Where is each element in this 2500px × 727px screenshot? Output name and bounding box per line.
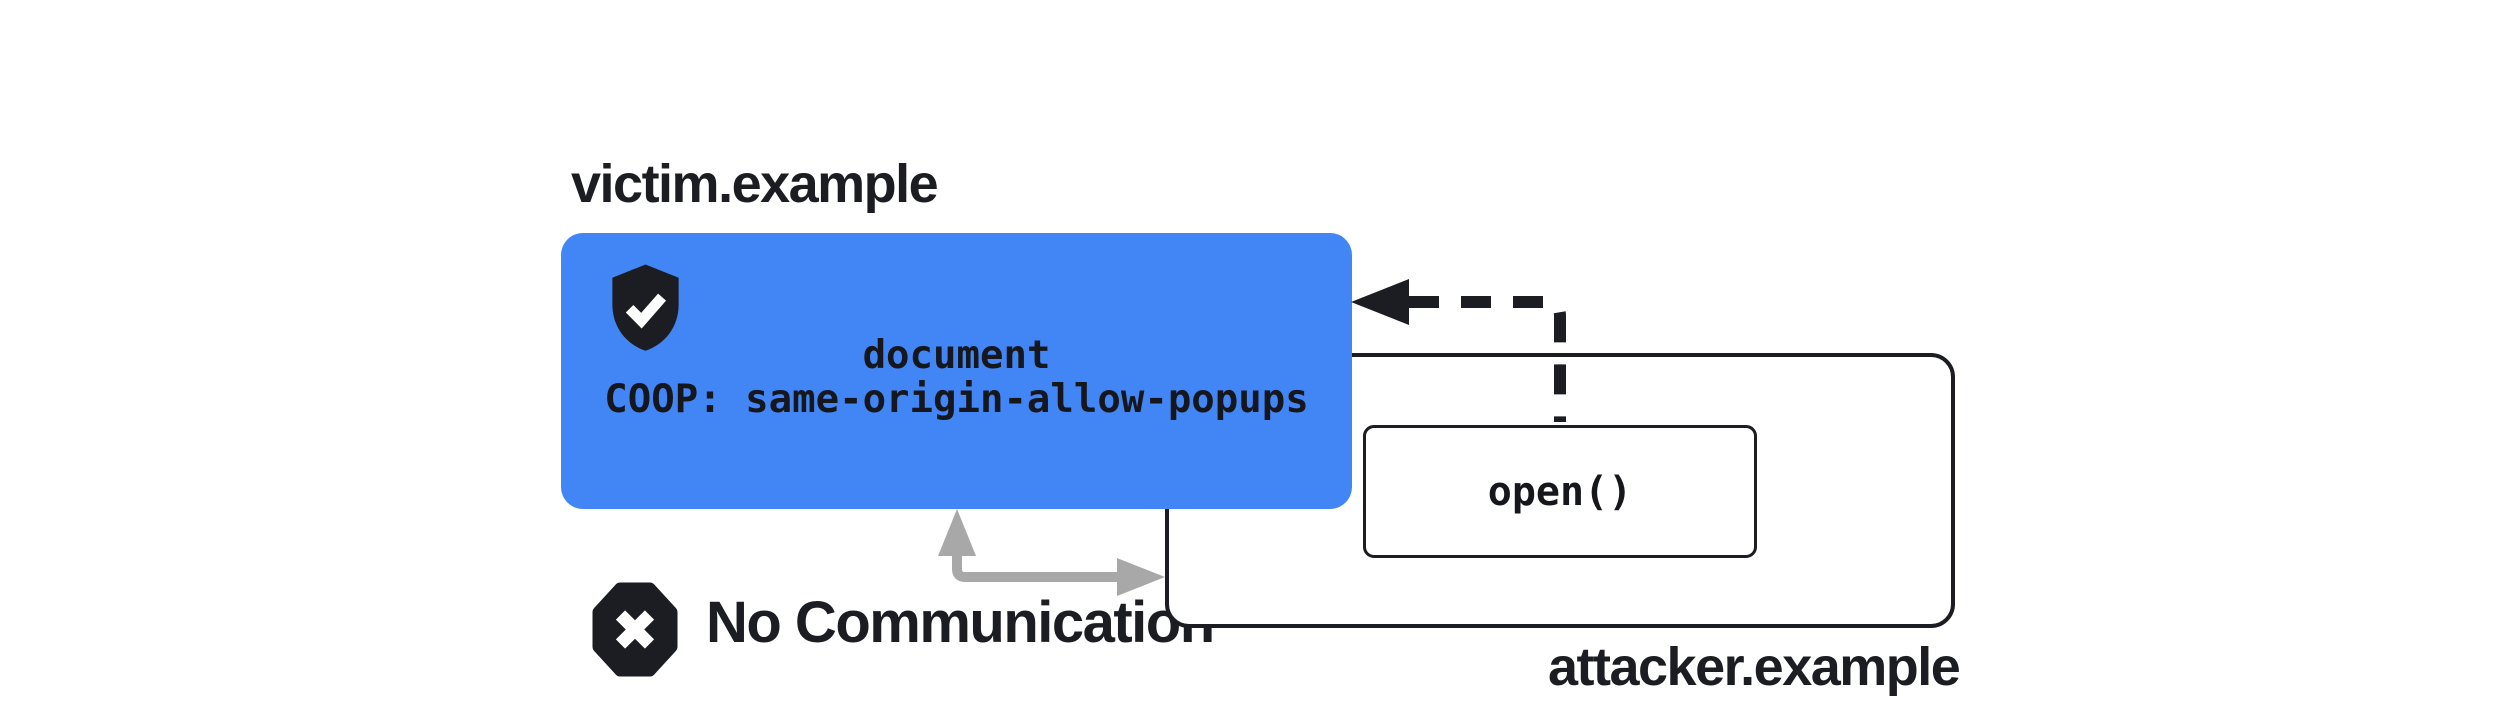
no-communication-label: No Communication: [706, 590, 1215, 655]
arrow-left-head: [1351, 279, 1409, 325]
victim-origin-label: victim.example: [571, 154, 939, 214]
arrow-up-head: [938, 509, 976, 556]
attacker-origin-label: attacker.example: [1548, 637, 1961, 697]
no-communication-arrow: [938, 509, 1165, 596]
victim-coop-header-line: COOP: same-origin-allow-popups: [604, 377, 1309, 422]
open-call-box: open(): [1363, 425, 1757, 558]
blocked-x-icon: [592, 582, 678, 677]
open-call-label: open(): [1487, 468, 1633, 515]
victim-document-box: document COOP: same-origin-allow-popups: [561, 233, 1352, 509]
victim-document-line: document: [862, 333, 1051, 378]
